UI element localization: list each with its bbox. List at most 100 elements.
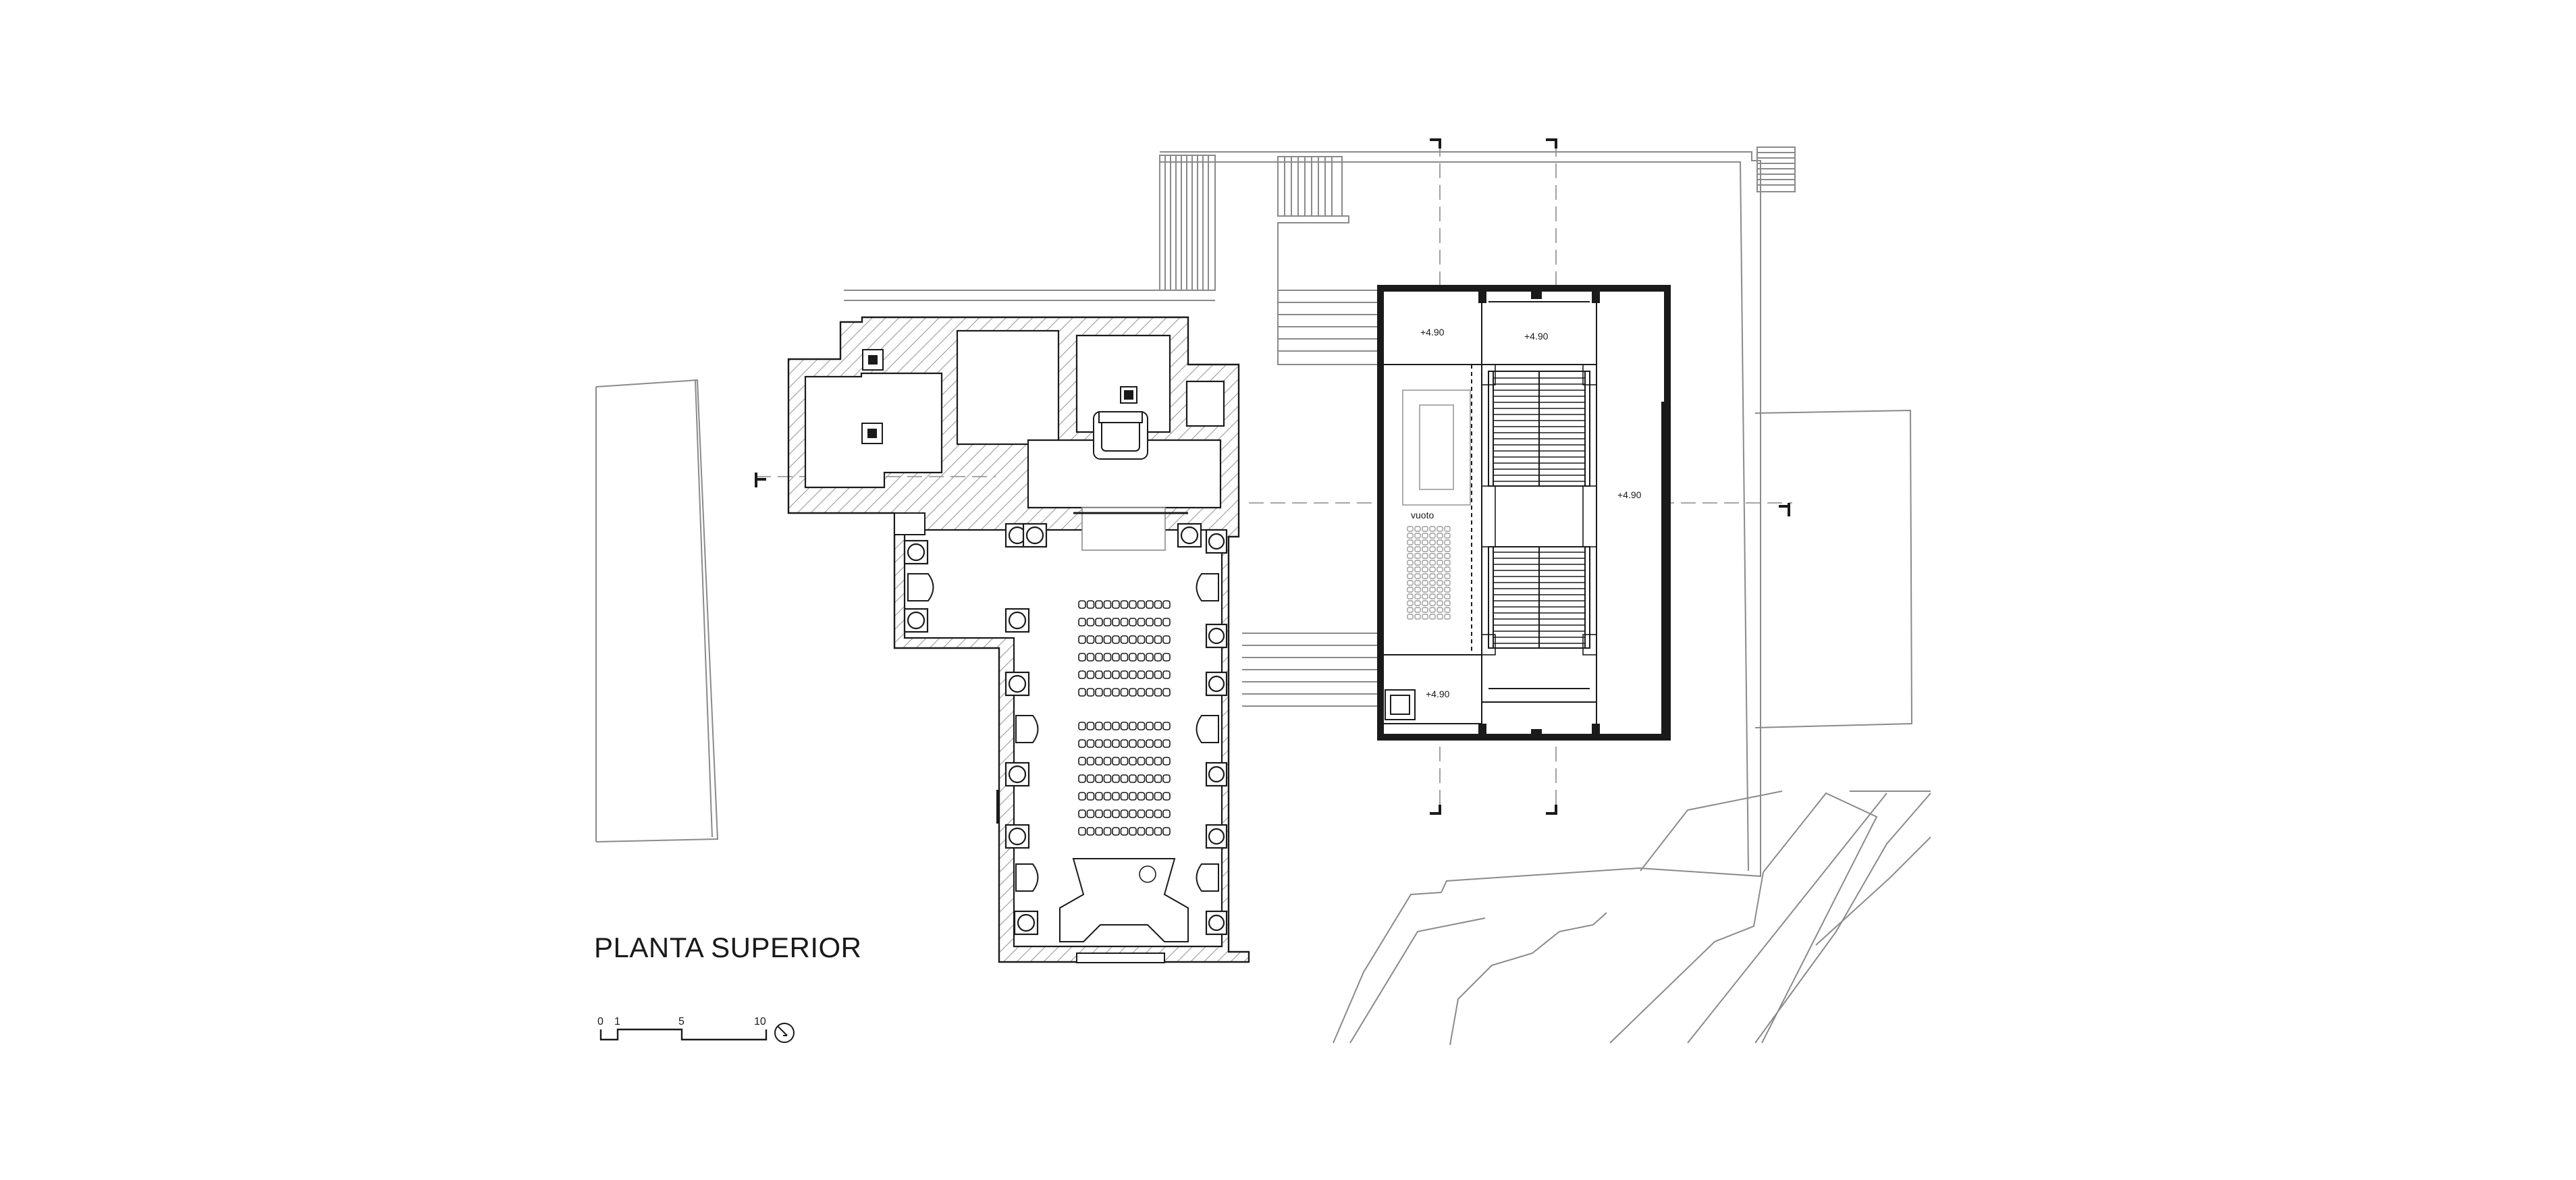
pew-seat bbox=[1154, 653, 1162, 662]
pew-seat bbox=[1162, 792, 1171, 801]
auditorium-seat bbox=[1407, 546, 1414, 552]
auditorium-seat bbox=[1429, 607, 1436, 613]
pew-seat bbox=[1103, 618, 1112, 626]
auditorium-seat bbox=[1429, 600, 1436, 606]
new-building bbox=[1377, 285, 1671, 741]
nave-interior bbox=[903, 529, 1223, 948]
pew-seat bbox=[1095, 774, 1103, 783]
pews bbox=[1078, 600, 1171, 836]
pew-seat bbox=[1086, 739, 1095, 748]
auditorium-seat bbox=[1414, 573, 1421, 579]
pew-seat bbox=[1095, 688, 1103, 697]
pew-seat bbox=[1162, 739, 1171, 748]
auditorium-seat bbox=[1429, 580, 1436, 586]
pew-seat bbox=[1086, 670, 1095, 679]
auditorium-seat bbox=[1407, 600, 1414, 606]
room-north-1 bbox=[956, 329, 1060, 446]
pew-seat bbox=[1162, 827, 1171, 836]
pew-seat bbox=[1129, 635, 1137, 644]
pew-seat bbox=[1137, 792, 1146, 801]
auditorium-seat bbox=[1422, 566, 1428, 572]
auditorium-seat bbox=[1429, 593, 1436, 599]
pew-seat bbox=[1154, 757, 1162, 766]
pew-seat bbox=[1162, 600, 1171, 609]
stair-south-treads bbox=[1493, 552, 1585, 644]
auditorium-seat bbox=[1444, 587, 1451, 593]
pew-seat bbox=[1112, 792, 1120, 801]
pew-seat bbox=[1078, 757, 1086, 766]
pew-seat bbox=[1129, 827, 1137, 836]
pew-seat bbox=[1154, 670, 1162, 679]
church bbox=[787, 316, 1250, 963]
pew-seat bbox=[1129, 757, 1137, 766]
auditorium-seat bbox=[1437, 614, 1443, 620]
shafts bbox=[861, 349, 1137, 444]
pew-seat bbox=[1129, 688, 1137, 697]
scale-bar: 0 1 5 10 bbox=[597, 1016, 795, 1043]
presbytery bbox=[1027, 439, 1222, 509]
pew-seat bbox=[1078, 792, 1086, 801]
auditorium-seat bbox=[1444, 614, 1451, 620]
pew-seat bbox=[1129, 809, 1137, 818]
pew-seat bbox=[1078, 809, 1086, 818]
pew-seat bbox=[1095, 722, 1103, 730]
pew-seat bbox=[1112, 653, 1120, 662]
auditorium-seat bbox=[1429, 539, 1436, 545]
auditorium-seat bbox=[1422, 546, 1428, 552]
auditorium-seat bbox=[1422, 587, 1428, 593]
column bbox=[1013, 910, 1039, 936]
auditorium-seat bbox=[1444, 573, 1451, 579]
auditorium-seat bbox=[1444, 553, 1451, 559]
pew-seat bbox=[1146, 809, 1154, 818]
auditorium-seat bbox=[1437, 546, 1443, 552]
columns bbox=[903, 522, 1228, 940]
auditorium-seat bbox=[1437, 600, 1443, 606]
auditorium-seat bbox=[1444, 607, 1451, 613]
drawing-title: PLANTA SUPERIOR bbox=[594, 932, 862, 963]
auditorium-seat bbox=[1429, 573, 1436, 579]
pew-seat bbox=[1103, 739, 1112, 748]
pew-seat bbox=[1120, 600, 1129, 609]
pew-seat bbox=[1137, 688, 1146, 697]
pew-seat bbox=[1112, 670, 1120, 679]
pew-seat bbox=[1162, 809, 1171, 818]
auditorium-seat bbox=[1429, 560, 1436, 566]
auditorium-seat bbox=[1444, 539, 1451, 545]
pew-seat bbox=[1086, 792, 1095, 801]
pew-seat bbox=[1112, 635, 1120, 644]
auditorium-seat bbox=[1444, 580, 1451, 586]
auditorium-seat bbox=[1414, 607, 1421, 613]
pew-seat bbox=[1154, 688, 1162, 697]
auditorium-seat bbox=[1437, 533, 1443, 539]
auditorium-seat bbox=[1444, 560, 1451, 566]
pew-seat bbox=[1103, 722, 1112, 730]
pew-seat bbox=[1129, 792, 1137, 801]
pew-seat bbox=[1137, 670, 1146, 679]
pew-seat bbox=[1095, 600, 1103, 609]
pew-seat bbox=[1078, 827, 1086, 836]
column bbox=[1205, 529, 1228, 554]
pew-seat bbox=[1095, 618, 1103, 626]
pew-seat bbox=[1146, 600, 1154, 609]
auditorium-seat bbox=[1407, 614, 1414, 620]
pew-seat bbox=[1120, 653, 1129, 662]
stair-top-right bbox=[1756, 146, 1796, 192]
auditorium-seat bbox=[1414, 614, 1421, 620]
auditorium-seat bbox=[1422, 614, 1428, 620]
pew-seat bbox=[1146, 722, 1154, 730]
pew-seat bbox=[1086, 653, 1095, 662]
pew-seat bbox=[1078, 688, 1086, 697]
pew-seat bbox=[1162, 774, 1171, 783]
auditorium-seat bbox=[1422, 600, 1428, 606]
pew-seat bbox=[1154, 722, 1162, 730]
auditorium-seat bbox=[1422, 533, 1428, 539]
auditorium-seat bbox=[1414, 526, 1421, 532]
column bbox=[1205, 910, 1228, 936]
level-label: +4.90 bbox=[1420, 327, 1445, 338]
level-labels: +4.90 +4.90 +4.90 +4.90 vuoto bbox=[1411, 327, 1642, 699]
pew-seat bbox=[1129, 774, 1137, 783]
column bbox=[1004, 761, 1030, 787]
auditorium-seat bbox=[1407, 560, 1414, 566]
neighbor-building-left bbox=[595, 379, 719, 842]
pew-seat bbox=[1162, 618, 1171, 626]
